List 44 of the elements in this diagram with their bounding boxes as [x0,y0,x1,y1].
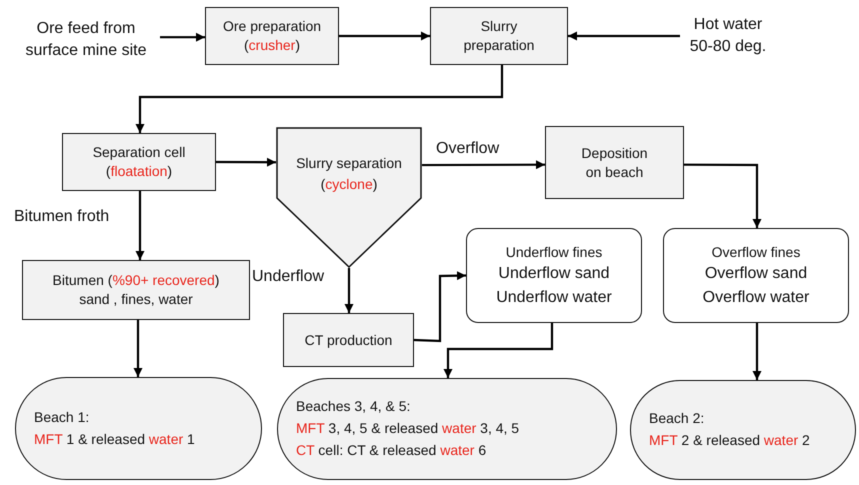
arrow [160,32,205,42]
arrow [684,164,762,228]
process-box [283,313,414,367]
arrow [136,191,144,260]
node-text: Slurry preparation [462,17,536,55]
cyclone-shape [276,127,422,268]
heading-text: Beach 2: [649,409,704,428]
node-text: CT cell: CT & released water 6 [296,440,486,460]
node-text: Bitumen (%90+ recovered) sand , fines, water [52,271,220,309]
node-text: Overflow sand [704,264,808,284]
node-text: MFT 1 & released water 1 [34,430,195,448]
process-box [22,260,250,320]
heading-text: Underflow fines [506,243,602,262]
node-text: Hot water 50-80 deg. [688,14,768,57]
result-box [466,228,642,323]
heading-text: Beach 1: [34,408,90,427]
arrow [134,320,142,377]
arrow [339,32,430,40]
process-box [545,126,684,199]
node-text: Ore feed from surface mine site [24,18,148,61]
node-text: Underflow water [496,288,612,308]
result-box [663,228,849,323]
heading-text: Overflow fines [712,243,800,262]
process-box [430,7,568,65]
node-text: Slurry separation (cyclone) [295,154,403,194]
process-box [205,7,339,65]
arrow [422,160,545,170]
arrow [444,323,554,378]
node-text: Overflow water [702,288,810,308]
process-box [62,133,216,191]
arrow [216,158,276,167]
arrow [568,32,680,40]
node-text: Deposition on beach [580,144,649,182]
node-text: Ore preparation (crusher) [222,17,322,55]
node-text: CT production [304,330,392,350]
arrow [414,271,466,342]
arrow [136,65,504,133]
node-text: Separation cell (floatation) [92,143,186,181]
node-text: MFT 3, 4, 5 & released water 3, 4, 5 [296,419,520,438]
heading-text: Beaches 3, 4, & 5: [296,397,410,416]
node-text: Underflow sand [498,264,610,284]
arrow [752,323,762,380]
node-text: MFT 2 & released water 2 [649,431,810,450]
arrow [344,268,354,313]
